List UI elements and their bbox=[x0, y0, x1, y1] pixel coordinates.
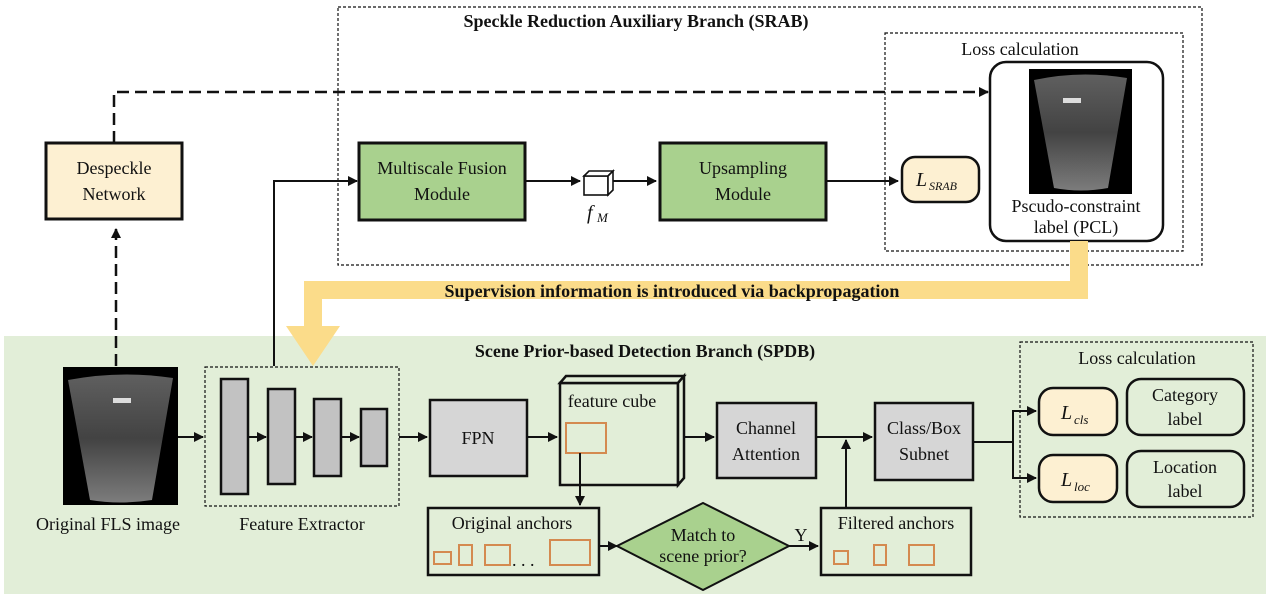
channel-attention-label-2: Attention bbox=[732, 444, 800, 464]
loss-loc-box bbox=[1037, 453, 1119, 504]
channel-attention-label-1: Channel bbox=[736, 418, 796, 438]
upsampling-label-1: Upsampling bbox=[699, 158, 787, 178]
despeckle-label-1: Despeckle bbox=[77, 158, 152, 178]
subnet-to-cls-arrow bbox=[973, 406, 1037, 443]
filtered-anchor-1 bbox=[833, 550, 849, 565]
category-label-box bbox=[1125, 377, 1246, 437]
loss-srab-box bbox=[900, 155, 981, 204]
original-fls-label: Original FLS image bbox=[36, 514, 180, 534]
feature-extractor-container bbox=[204, 366, 400, 507]
loss-loc-symbol: L bbox=[1060, 469, 1072, 491]
srab-loss-container bbox=[884, 32, 1184, 252]
original-fls-image bbox=[63, 367, 178, 505]
multiscale-label-1: Multiscale Fusion bbox=[377, 158, 507, 178]
location-label-box bbox=[1125, 449, 1246, 509]
upsampling-module bbox=[658, 141, 828, 222]
supervision-label: Supervision information is introduced vi… bbox=[445, 281, 900, 301]
loss-srab-symbol: L bbox=[915, 169, 927, 191]
loss-cls-subscript: cls bbox=[1074, 412, 1088, 427]
decision-yes-label: Y bbox=[795, 525, 808, 545]
extractor-layer-3 bbox=[312, 397, 343, 478]
fpn-label: FPN bbox=[461, 428, 494, 448]
feature-fm-subscript: M bbox=[596, 210, 609, 225]
class-box-subnet bbox=[873, 401, 975, 482]
feature-cube-icon bbox=[582, 169, 615, 197]
extractor-layer-1 bbox=[219, 377, 250, 496]
loss-loc-subscript: loc bbox=[1074, 479, 1090, 494]
category-label-2: label bbox=[1168, 409, 1203, 429]
anchors-ellipsis: . . . bbox=[512, 550, 535, 570]
decision-label-2: scene prior? bbox=[659, 546, 746, 566]
loss-cls-box bbox=[1037, 386, 1119, 437]
extractor-to-multiscale-arrow bbox=[273, 176, 358, 366]
original-anchor-1 bbox=[433, 551, 452, 565]
channel-attention-box bbox=[715, 401, 818, 480]
loss-cls-symbol: L bbox=[1060, 402, 1072, 424]
pcl-label-1: Pscudo-constraint bbox=[1012, 196, 1141, 216]
multiscale-label-2: Module bbox=[414, 184, 470, 204]
decision-label-1: Match to bbox=[671, 525, 736, 545]
srab-loss-title: Loss calculation bbox=[961, 39, 1078, 59]
extractor-layer-4 bbox=[359, 407, 389, 468]
despeckle-to-pcl-arrow bbox=[112, 87, 989, 143]
extractor-layer-2 bbox=[266, 387, 297, 486]
feature-cube-anchor bbox=[565, 422, 607, 454]
despeckle-label-2: Network bbox=[83, 184, 146, 204]
feature-fm-symbol: f bbox=[587, 202, 595, 224]
subnet-label-2: Subnet bbox=[899, 444, 949, 464]
srab-title: Speckle Reduction Auxiliary Branch (SRAB… bbox=[463, 11, 808, 32]
original-anchors-label: Original anchors bbox=[452, 513, 572, 533]
feature-extractor-label: Feature Extractor bbox=[239, 514, 364, 534]
spdb-loss-container bbox=[1019, 341, 1254, 518]
original-anchor-4 bbox=[549, 539, 591, 566]
original-anchors-box bbox=[426, 506, 601, 577]
subnet-to-loc-arrow bbox=[1012, 442, 1037, 483]
spdb-loss-title: Loss calculation bbox=[1078, 348, 1195, 368]
pcl-sonar-image bbox=[1029, 69, 1132, 194]
loss-srab-subscript: SRAB bbox=[929, 179, 958, 193]
feature-cube-label: feature cube bbox=[568, 391, 656, 411]
filtered-anchor-3 bbox=[908, 544, 935, 566]
subnet-label-1: Class/Box bbox=[887, 418, 961, 438]
fpn-box bbox=[428, 398, 529, 478]
multiscale-fusion-module bbox=[357, 141, 527, 222]
despeckle-network-box bbox=[44, 141, 184, 221]
filtered-anchor-2 bbox=[873, 544, 887, 566]
category-label-1: Category bbox=[1152, 385, 1218, 405]
location-label-2: label bbox=[1168, 481, 1203, 501]
filtered-anchors-label: Filtered anchors bbox=[838, 513, 954, 533]
spdb-title: Scene Prior-based Detection Branch (SPDB… bbox=[475, 341, 815, 362]
location-label-1: Location bbox=[1153, 457, 1217, 477]
srab-container bbox=[337, 6, 1203, 266]
upsampling-label-2: Module bbox=[715, 184, 771, 204]
pcl-label-2: label (PCL) bbox=[1034, 217, 1118, 238]
original-anchor-2 bbox=[458, 544, 473, 566]
original-anchor-3 bbox=[484, 544, 511, 566]
